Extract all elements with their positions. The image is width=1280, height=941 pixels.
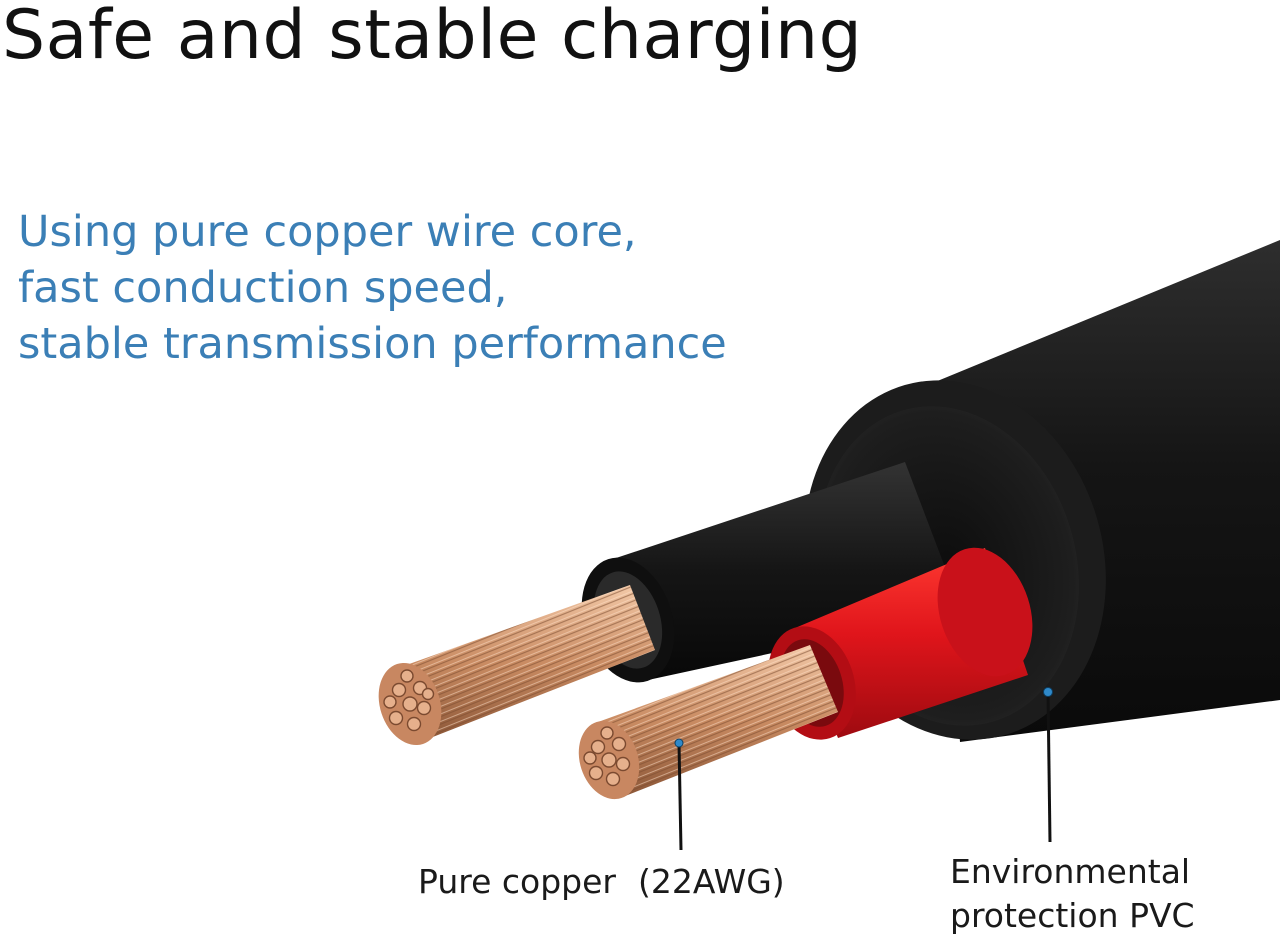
pvc-label-line: protection PVC [950,896,1195,935]
pvc-label-line: Environmental [950,852,1191,891]
wire-gauge-label: (22AWG) [637,862,785,901]
copper-label: Pure copper [418,862,616,901]
callout-leader-pvc [1043,687,1053,843]
copper-callout: Pure copper (22AWG) [418,862,785,901]
description-line: fast conduction speed, [18,263,508,313]
callout-leader-copper [674,738,684,851]
red-wire [578,547,1033,800]
pvc-callout: Environmental protection PVC [950,850,1195,938]
description-line: Using pure copper wire core, [18,207,637,257]
description-line: stable transmission performance [18,319,727,369]
description: Using pure copper wire core, fast conduc… [18,204,727,372]
headline: Safe and stable charging [2,0,863,75]
